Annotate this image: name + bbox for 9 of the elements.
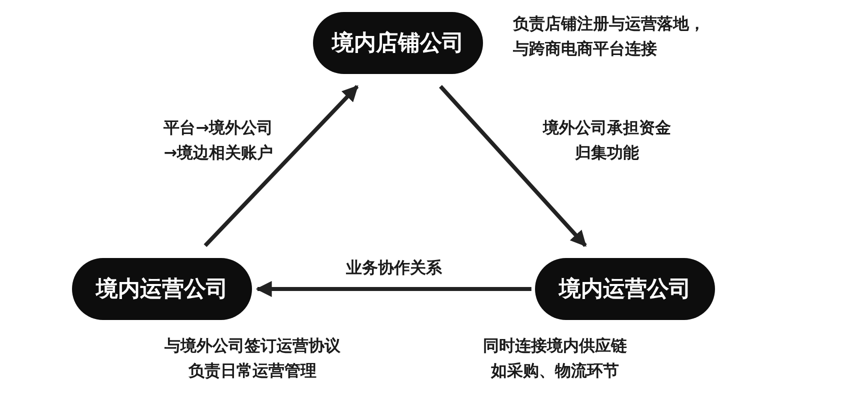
company-pill: 境内店铺公司 [313, 12, 483, 74]
note-text: 与境外公司签订运营协议负责日常运营管理 [163, 335, 342, 382]
arrow [439, 85, 587, 247]
arrow [256, 281, 532, 297]
note-text: 负责店铺注册与运营落地，与跨商电商平台连接 [513, 13, 706, 60]
company-pill: 境内运营公司 [72, 258, 252, 320]
company-pill: 境内运营公司 [535, 258, 715, 320]
arrow [204, 85, 359, 247]
note-text: 同时连接境内供应链如采购、物流环节 [482, 335, 628, 382]
